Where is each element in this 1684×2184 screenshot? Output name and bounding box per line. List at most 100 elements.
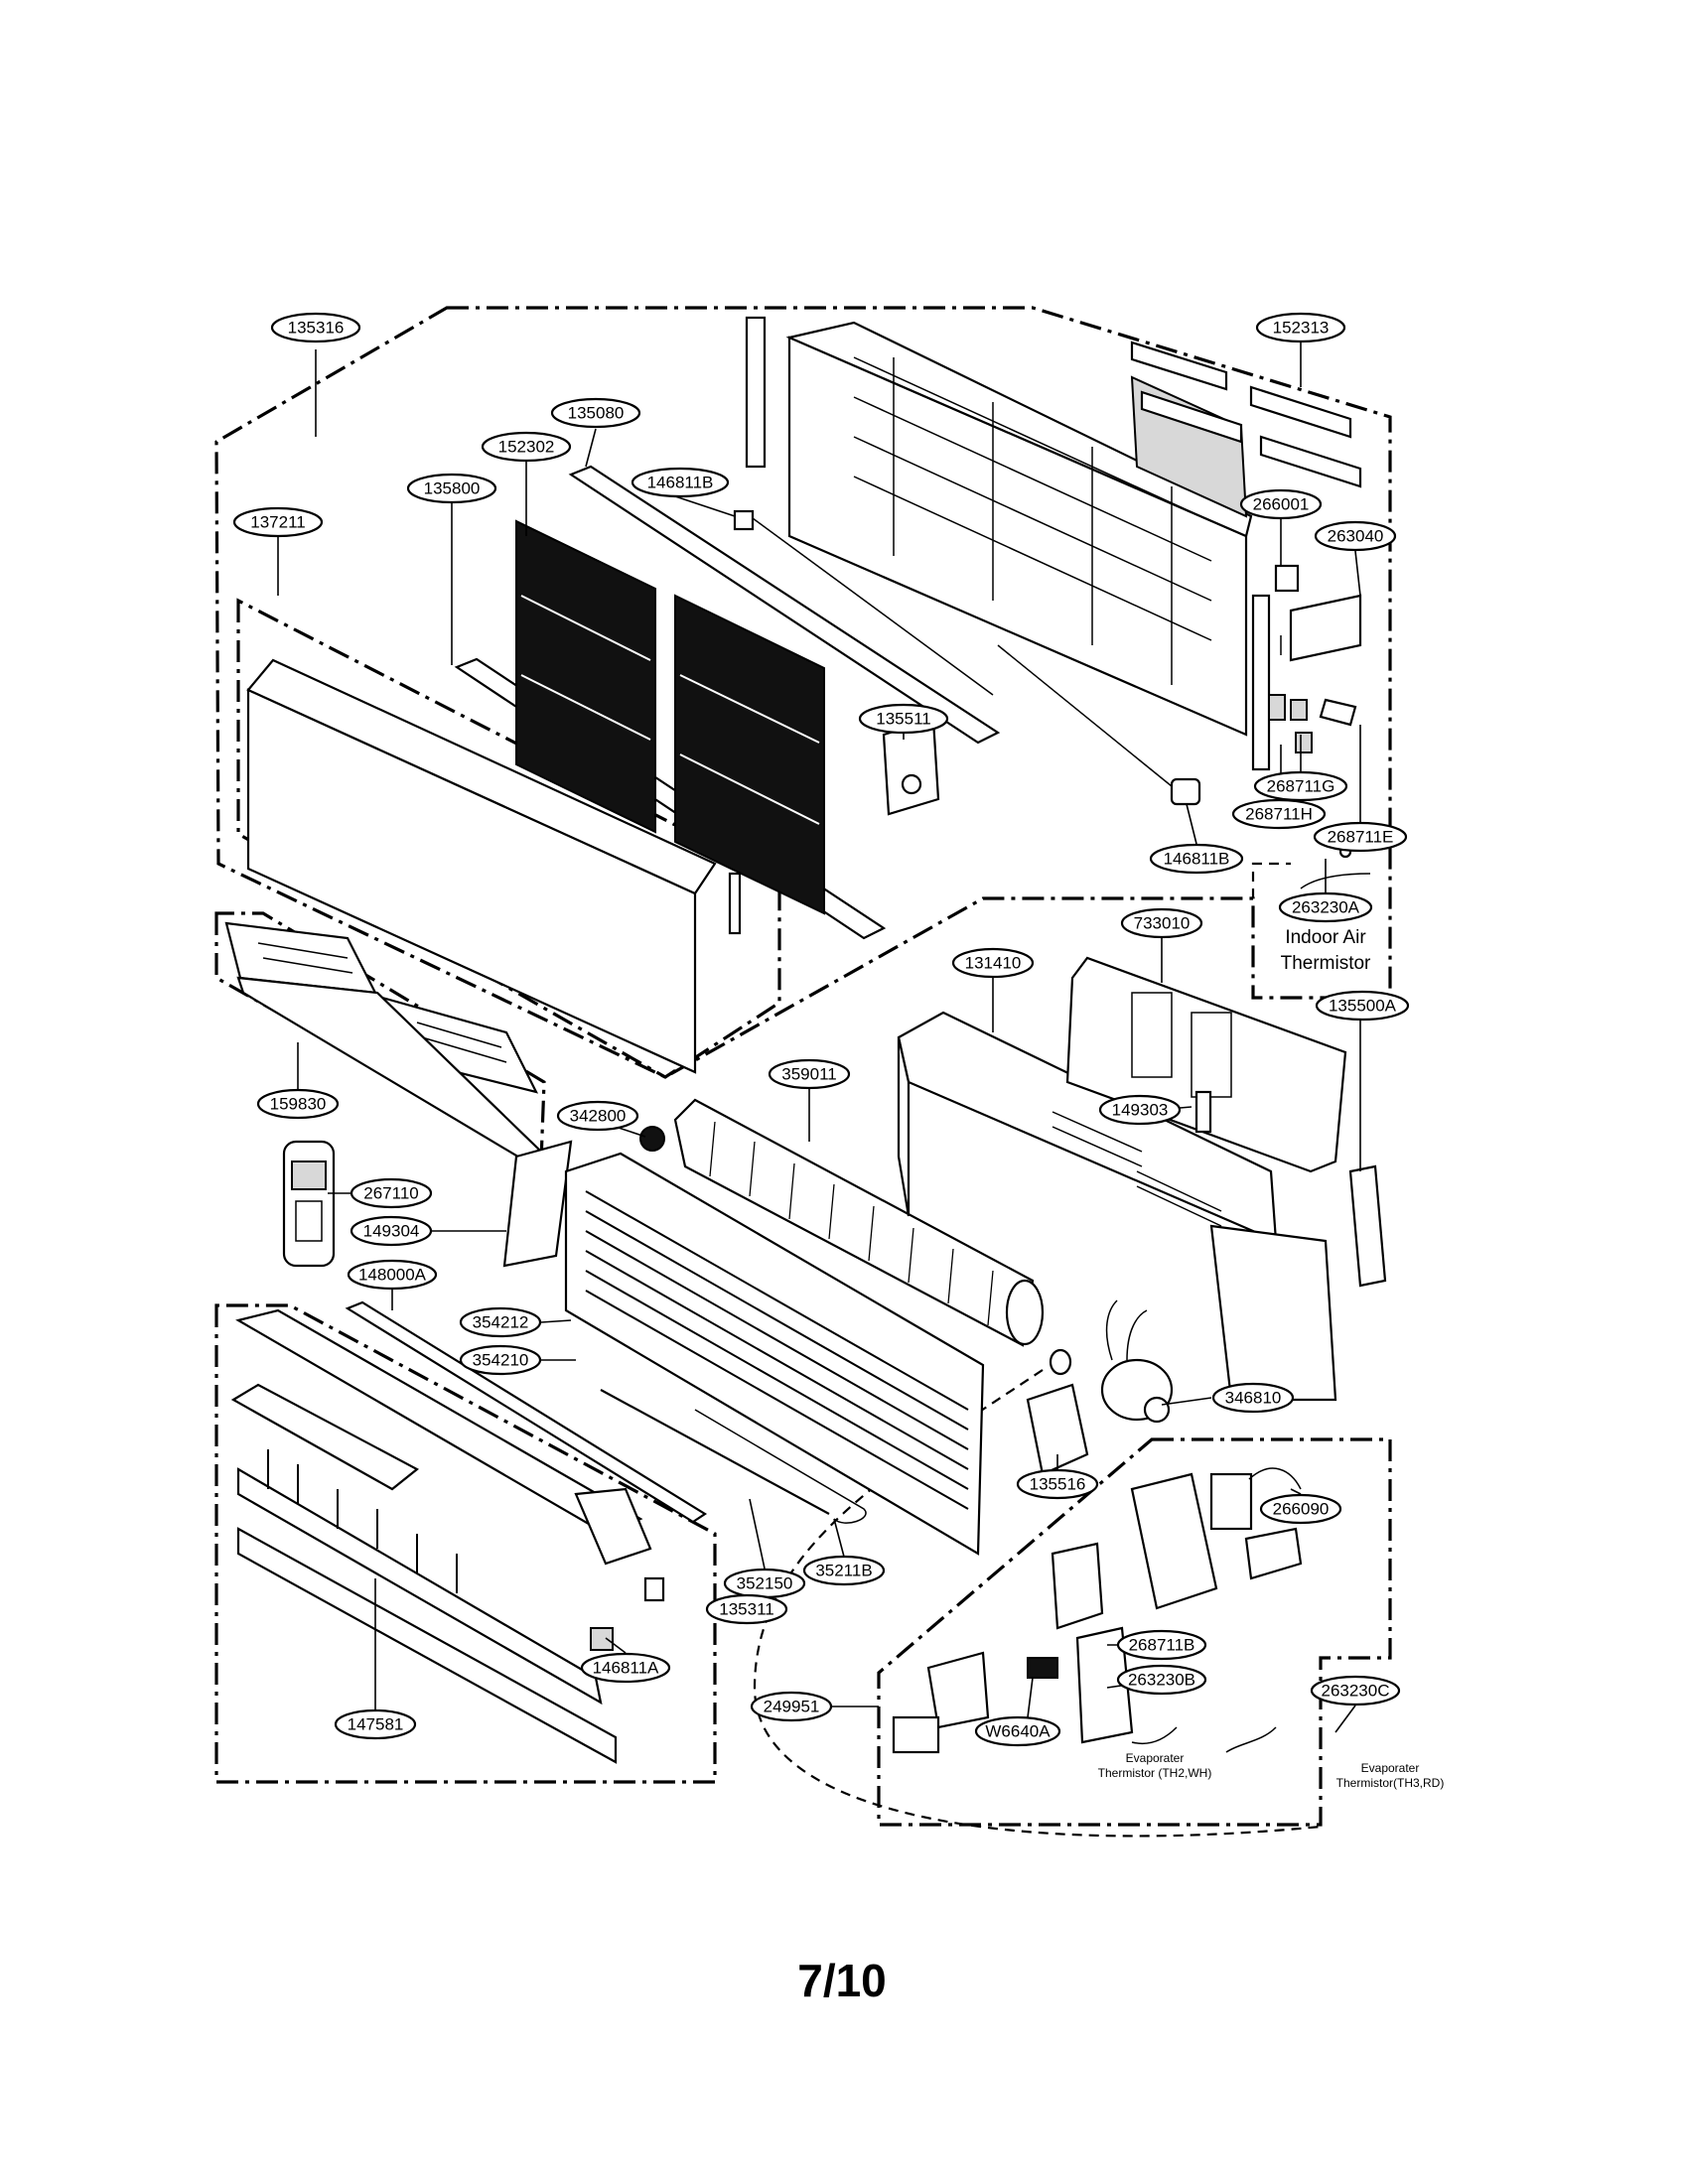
- left-bearing-bracket: [502, 1140, 573, 1268]
- callout-359011: 359011: [768, 1058, 851, 1090]
- callout-135511: 135511: [858, 703, 949, 735]
- indoor-thermistor-box: [1251, 862, 1291, 898]
- upper-right-parts: [1268, 564, 1371, 889]
- svg-text:135311: 135311: [719, 1600, 773, 1619]
- svg-text:733010: 733010: [1134, 914, 1191, 933]
- refrigerant-tubes: [600, 1389, 867, 1524]
- callout-268711E: 268711E: [1313, 821, 1408, 853]
- callout-266001: 266001: [1239, 488, 1323, 520]
- svg-text:135500A: 135500A: [1329, 997, 1397, 1016]
- callout-267110: 267110: [350, 1177, 433, 1209]
- callout-268711H: 268711H: [1231, 798, 1327, 830]
- svg-text:359011: 359011: [781, 1065, 836, 1084]
- callout-131410: 131410: [951, 947, 1035, 979]
- callout-135316: 135316: [270, 312, 361, 343]
- svg-text:135316: 135316: [288, 319, 345, 338]
- callout-35211B: 35211B: [802, 1555, 886, 1586]
- callout-352150: 352150: [723, 1568, 806, 1599]
- callout-135500A: 135500A: [1315, 990, 1410, 1022]
- callout-263230C: 263230C: [1310, 1675, 1401, 1706]
- svg-text:249951: 249951: [764, 1698, 820, 1716]
- callout-263040: 263040: [1314, 520, 1397, 552]
- note-evap-th2-line2: Thermistor (TH2,WH): [1098, 1766, 1212, 1780]
- callout-146811B-top: 146811B: [631, 467, 730, 498]
- svg-text:263230C: 263230C: [1321, 1682, 1389, 1701]
- svg-text:268711B: 268711B: [1129, 1636, 1195, 1655]
- callout-263230A: 263230A: [1278, 891, 1373, 923]
- callout-149303: 149303: [1098, 1094, 1182, 1126]
- callout-342800: 342800: [556, 1100, 639, 1132]
- svg-text:342800: 342800: [570, 1107, 627, 1126]
- drain-strip-right: [1251, 594, 1271, 771]
- svg-text:135511: 135511: [876, 710, 930, 729]
- holder-149303: [1194, 1090, 1212, 1134]
- svg-text:266090: 266090: [1273, 1500, 1330, 1519]
- svg-text:267110: 267110: [363, 1184, 418, 1203]
- callout-354212: 354212: [459, 1306, 542, 1338]
- svg-text:268711H: 268711H: [1245, 805, 1313, 824]
- callout-135800: 135800: [406, 473, 497, 504]
- callout-137211: 137211: [232, 506, 324, 538]
- group-outline-control-box: [877, 1437, 1392, 1827]
- svg-text:268711E: 268711E: [1328, 828, 1394, 847]
- callout-346810: 346810: [1211, 1382, 1295, 1414]
- callout-146811A: 146811A: [580, 1652, 671, 1684]
- note-indoor-air: Indoor Air: [1285, 927, 1366, 948]
- svg-text:149303: 149303: [1112, 1101, 1169, 1120]
- callout-152313: 152313: [1255, 312, 1346, 343]
- svg-text:146811B: 146811B: [1164, 850, 1230, 869]
- svg-text:354210: 354210: [473, 1351, 529, 1370]
- front-panel: [246, 658, 742, 1074]
- drain-strip-left: [745, 316, 767, 469]
- svg-text:152302: 152302: [498, 438, 555, 457]
- louver-link-bar: [345, 1300, 708, 1524]
- side-bracket-right: [1348, 1164, 1387, 1288]
- svg-text:152313: 152313: [1273, 319, 1330, 338]
- group-outline-louver: [214, 1303, 717, 1784]
- callout-135516: 135516: [1016, 1468, 1099, 1500]
- callout-249951: 249951: [750, 1691, 833, 1722]
- svg-text:159830: 159830: [270, 1095, 327, 1114]
- callout-152302: 152302: [481, 431, 572, 463]
- callout-149304: 149304: [350, 1215, 433, 1247]
- svg-text:263230A: 263230A: [1292, 898, 1360, 917]
- svg-text:137211: 137211: [250, 513, 305, 532]
- air-vents: [224, 921, 543, 1163]
- callout-W6640A: W6640A: [974, 1715, 1061, 1747]
- callout-268711B: 268711B: [1116, 1629, 1207, 1661]
- svg-text:266001: 266001: [1253, 495, 1310, 514]
- upper-guide-bar: [568, 465, 1001, 745]
- strip-pieces: [1130, 341, 1362, 488]
- air-filters: [515, 519, 825, 915]
- svg-text:149304: 149304: [363, 1222, 420, 1241]
- svg-text:268711G: 268711G: [1267, 777, 1335, 796]
- louver-assembly: [230, 1308, 665, 1764]
- callout-354210: 354210: [459, 1344, 542, 1376]
- callout-263230B: 263230B: [1116, 1664, 1207, 1696]
- chassis-top: [785, 321, 1253, 737]
- svg-text:148000A: 148000A: [358, 1266, 427, 1285]
- page-number: 7/10: [797, 1955, 887, 2006]
- callout-146811B: 146811B: [1149, 843, 1244, 875]
- bearing-342800: [639, 1126, 665, 1152]
- part-135511: [882, 718, 940, 816]
- note-thermistor: Thermistor: [1281, 953, 1371, 974]
- blower-wheel: [673, 1098, 1045, 1347]
- note-evap-th3-line2: Thermistor(TH3,RD): [1336, 1776, 1445, 1790]
- callout-135080: 135080: [550, 397, 641, 429]
- callout-266090: 266090: [1259, 1493, 1342, 1525]
- evaporator-coil: [564, 1152, 985, 1556]
- note-evap-th2-line1: Evaporater: [1126, 1751, 1185, 1765]
- svg-text:346810: 346810: [1225, 1389, 1282, 1408]
- motor-mount: [1026, 1383, 1089, 1476]
- svg-text:354212: 354212: [473, 1313, 529, 1332]
- mounting-plate: [1065, 956, 1347, 1173]
- callout-159830: 159830: [256, 1088, 340, 1120]
- note-evap-th3-line1: Evaporater: [1361, 1761, 1420, 1775]
- callout-135311: 135311: [705, 1593, 788, 1625]
- svg-text:147581: 147581: [348, 1715, 404, 1734]
- svg-text:135516: 135516: [1030, 1475, 1086, 1494]
- svg-text:35211B: 35211B: [815, 1562, 872, 1580]
- svg-text:352150: 352150: [737, 1574, 793, 1593]
